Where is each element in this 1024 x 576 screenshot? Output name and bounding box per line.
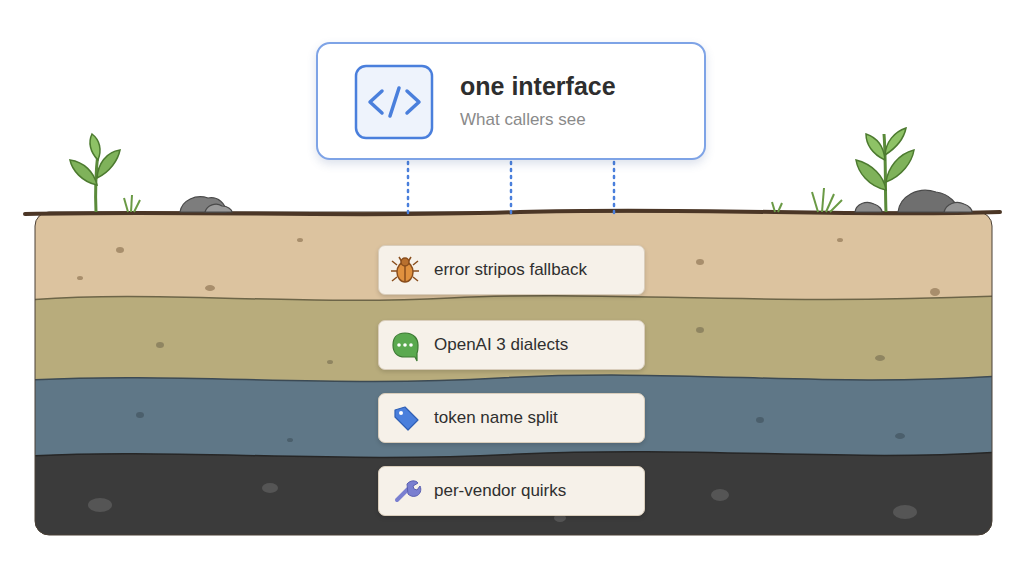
layer-label-text: OpenAI 3 dialects xyxy=(434,335,568,355)
bedrock-layer xyxy=(35,452,992,535)
soil-outline xyxy=(35,212,992,535)
tag-icon xyxy=(395,407,418,430)
box-title: one interface xyxy=(460,71,704,101)
plant xyxy=(70,134,120,212)
dotted-connector xyxy=(408,162,614,214)
layer-label: per-vendor quirks xyxy=(378,466,645,516)
topsoil-layer xyxy=(35,212,992,535)
layer-label: OpenAI 3 dialects xyxy=(378,320,645,370)
layer-label-text: error stripos fallback xyxy=(434,260,587,280)
rocks xyxy=(180,190,972,212)
layer-label-text: per-vendor quirks xyxy=(434,481,566,501)
layer-label-text: token name split xyxy=(434,408,558,428)
stone-layer xyxy=(35,375,992,535)
clay-layer xyxy=(35,296,992,535)
pebbles xyxy=(77,238,940,296)
interface-box: one interfaceWhat callers see xyxy=(316,42,706,160)
layer-label: error stripos fallback xyxy=(378,245,645,295)
box-subtitle: What callers see xyxy=(460,109,704,131)
grass xyxy=(124,188,842,212)
ground-surface xyxy=(25,211,1000,215)
wrench-icon xyxy=(397,481,421,500)
layer-label: token name split xyxy=(378,393,645,443)
code-icon xyxy=(356,66,432,138)
bug-icon xyxy=(391,257,419,282)
chat-icon xyxy=(393,333,418,361)
